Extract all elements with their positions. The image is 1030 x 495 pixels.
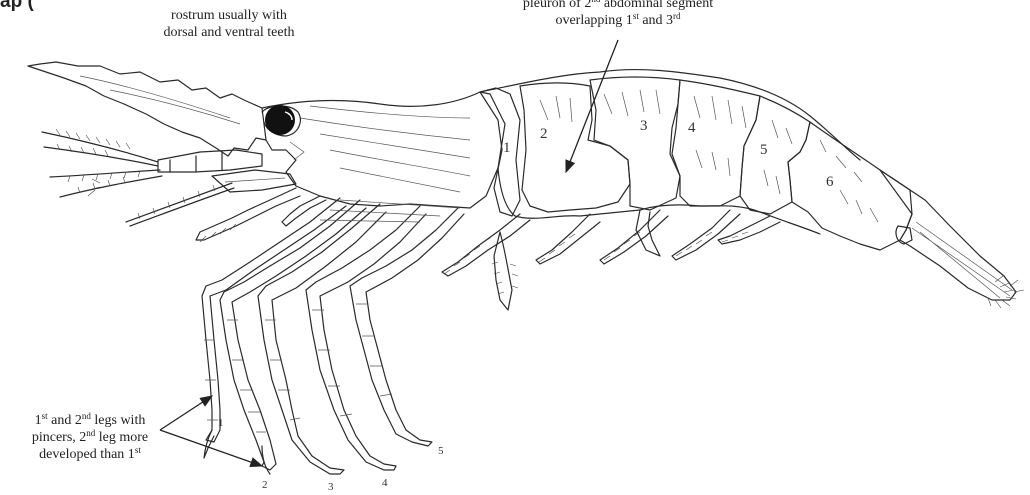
segment-4 xyxy=(672,80,760,206)
legs-label-line1: 1st and 2nd legs with xyxy=(4,412,176,429)
walking-legs xyxy=(202,198,464,474)
segment-number-3: 3 xyxy=(640,118,648,134)
leg-number-1: 1 xyxy=(218,417,224,429)
eye xyxy=(262,105,300,136)
segment-numbers: 1 2 3 4 5 6 xyxy=(503,118,834,190)
rostrum-label: rostrum usually with dorsal and ventral … xyxy=(114,7,344,41)
pleuron-label: pleuron of 2nd abdominal segment overlap… xyxy=(483,0,753,29)
rostrum xyxy=(28,62,266,156)
segment-number-1: 1 xyxy=(503,140,511,156)
arrow-to-pleuron xyxy=(566,40,618,172)
pleuron-label-line2: overlapping 1st and 3rd xyxy=(483,12,753,29)
segment-number-2: 2 xyxy=(540,126,548,142)
legs-label-line2: pincers, 2nd leg more xyxy=(4,429,176,446)
telson-uropods xyxy=(880,170,1024,308)
leg-5 xyxy=(350,208,464,446)
segment-number-4: 4 xyxy=(688,120,696,136)
antennae xyxy=(42,129,234,226)
pleuron-label-line1: pleuron of 2nd abdominal segment xyxy=(483,0,753,12)
rostrum-label-line2: dorsal and ventral teeth xyxy=(114,24,344,41)
segment-number-5: 5 xyxy=(760,142,768,158)
segment-5 xyxy=(740,96,810,214)
maxillipeds xyxy=(196,188,326,242)
abdomen xyxy=(480,70,912,250)
leg-number-4: 4 xyxy=(382,477,388,489)
segment-6 xyxy=(788,122,912,250)
legs-label: 1st and 2nd legs with pincers, 2nd leg m… xyxy=(4,412,176,463)
leg-number-5: 5 xyxy=(438,445,444,457)
rostrum-label-line1: rostrum usually with xyxy=(114,7,344,24)
segment-3 xyxy=(590,77,680,210)
eye-ball xyxy=(265,105,295,135)
antennal-peduncle xyxy=(158,150,296,192)
leg-number-2: 2 xyxy=(262,479,268,491)
legs-label-line3: developed than 1st xyxy=(4,446,176,463)
segment-number-6: 6 xyxy=(826,174,834,190)
leg-number-3: 3 xyxy=(328,481,334,493)
annotation-arrows xyxy=(160,40,618,466)
leg-4 xyxy=(306,206,426,470)
pleopods xyxy=(442,210,780,310)
carapace xyxy=(262,92,505,208)
